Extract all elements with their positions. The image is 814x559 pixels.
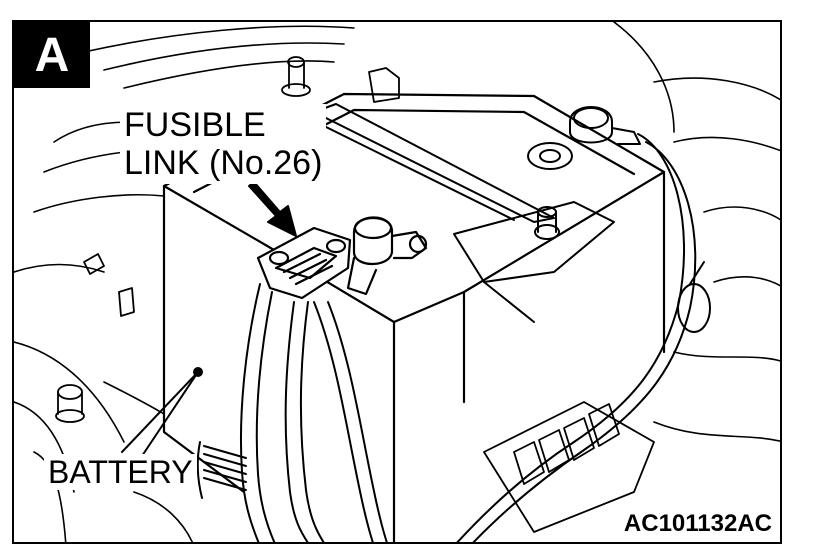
fuse-box (483, 401, 655, 533)
vent-cap (527, 142, 573, 170)
cables-left (196, 283, 388, 542)
pointer-arrow (248, 181, 297, 237)
terminal-right (569, 106, 641, 145)
fusible-link-label-line1: FUSIBLE (124, 106, 266, 144)
figure-code: AC101132AC (617, 508, 778, 540)
fusible-link-label: FUSIBLE LINK (No.26) (120, 104, 327, 184)
cable-right (456, 133, 711, 542)
panel-letter-badge: A (14, 22, 90, 88)
background-bolts (55, 56, 400, 423)
fusible-link-assembly (256, 216, 428, 300)
battery-illustration (14, 22, 780, 542)
hold-down-bar (313, 103, 615, 323)
fusible-link-label-line2: LINK (No.26) (124, 144, 323, 182)
battery-label: BATTERY (44, 454, 197, 490)
battery-leader (121, 367, 203, 457)
figure-frame: A FUSIBLE LINK (No.26) BATTERY AC101132A… (12, 20, 782, 544)
